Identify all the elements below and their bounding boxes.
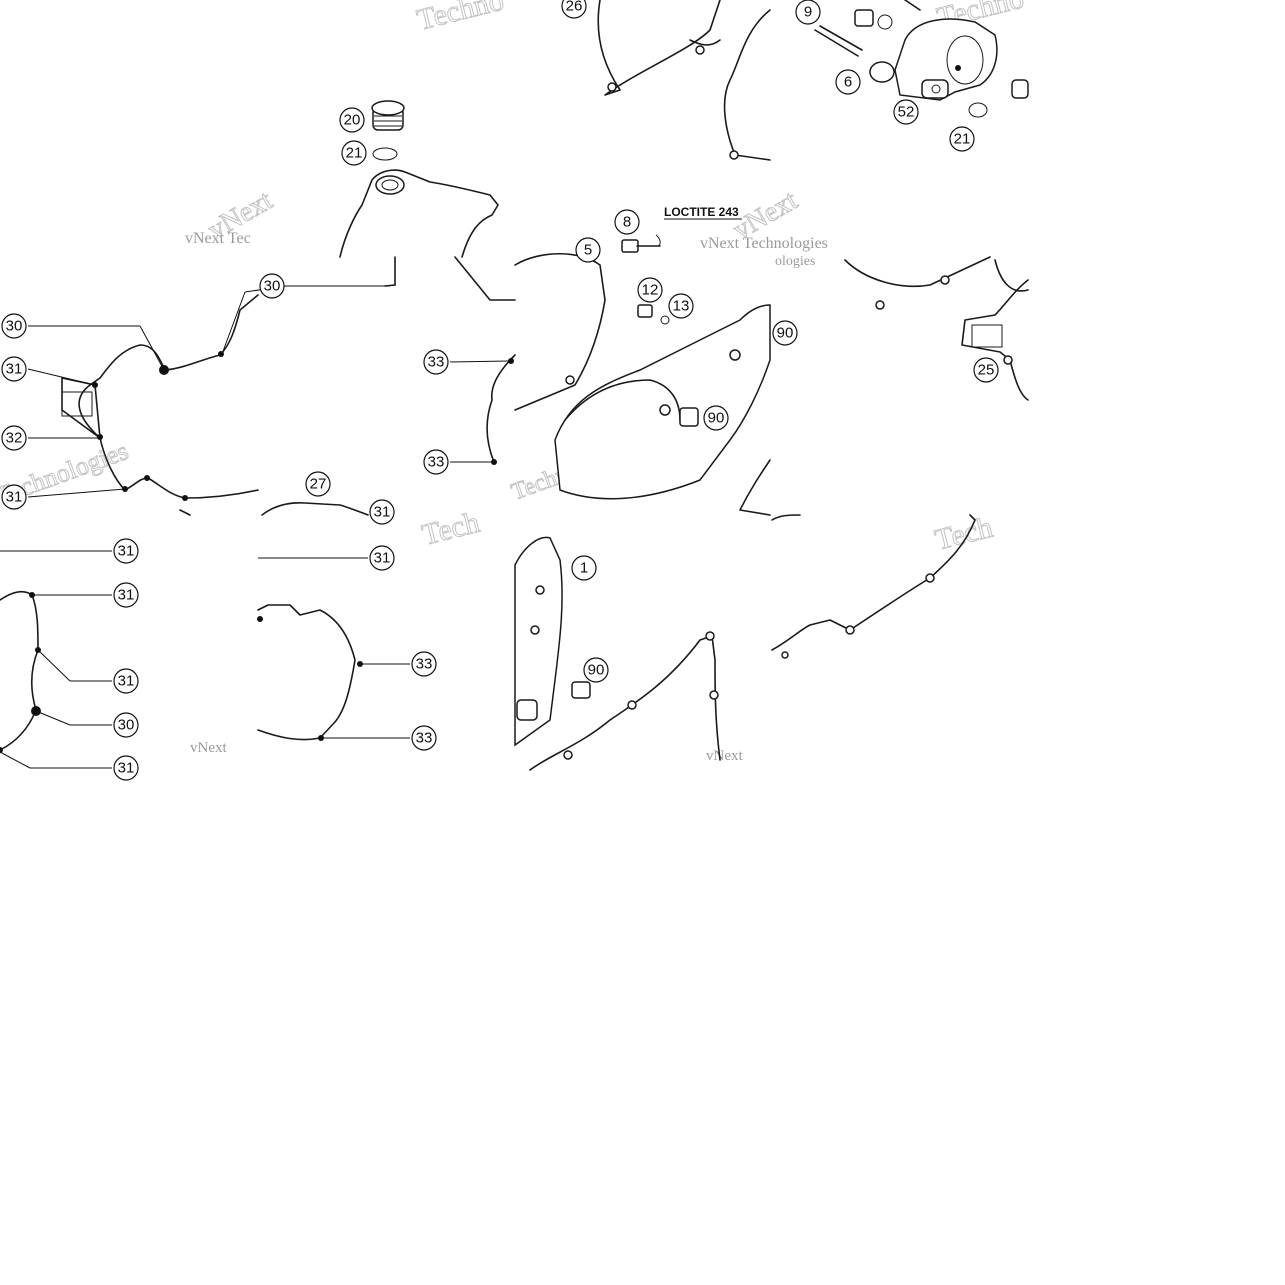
svg-text:8: 8 xyxy=(623,214,631,231)
side-cover-bottom xyxy=(514,514,801,771)
callout: 31 xyxy=(113,668,139,694)
watermark: vNext Technologies xyxy=(700,235,828,252)
callout: 20 xyxy=(339,107,365,133)
callout: 5 xyxy=(575,237,601,263)
svg-text:30: 30 xyxy=(6,318,23,335)
callout: 90 xyxy=(772,320,798,346)
svg-text:33: 33 xyxy=(416,730,433,747)
svg-text:30: 30 xyxy=(118,717,135,734)
gasket-center xyxy=(261,284,516,516)
svg-text:21: 21 xyxy=(954,131,971,148)
callout: 31 xyxy=(113,582,139,608)
water-pump-housing xyxy=(814,0,1029,118)
watermark: vNext xyxy=(706,748,743,764)
callout: 33 xyxy=(411,651,437,677)
svg-text:33: 33 xyxy=(416,656,433,673)
callout: 31 xyxy=(113,755,139,781)
clutch-cover-top xyxy=(339,0,771,301)
svg-text:12: 12 xyxy=(642,282,659,299)
svg-text:5: 5 xyxy=(584,242,592,259)
callout: 52 xyxy=(893,99,919,125)
svg-text:90: 90 xyxy=(708,410,725,427)
callout: 13 xyxy=(668,293,694,319)
ignition-cover xyxy=(514,234,1029,516)
watermark-layer: Techno Techno vNext vNext Tec vNext vNex… xyxy=(0,0,1027,764)
callout: 30 xyxy=(1,313,27,339)
callout: 1 xyxy=(571,555,597,581)
callout: 30 xyxy=(113,712,139,738)
callout: 6 xyxy=(835,69,861,95)
callout: 27 xyxy=(305,471,331,497)
clutch-gasket-left xyxy=(27,285,287,516)
svg-text:30: 30 xyxy=(264,278,281,295)
svg-text:31: 31 xyxy=(6,361,23,378)
callout: 31 xyxy=(369,545,395,571)
callout: 12 xyxy=(637,277,663,303)
svg-text:33: 33 xyxy=(428,354,445,371)
svg-text:31: 31 xyxy=(374,550,391,567)
svg-text:13: 13 xyxy=(673,298,690,315)
loctite-note: LOCTITE 243 xyxy=(664,205,739,219)
svg-text:31: 31 xyxy=(118,543,135,560)
callout: 31 xyxy=(369,499,395,525)
callout: 30 xyxy=(259,273,285,299)
callout: 31 xyxy=(113,538,139,564)
watermark: vNext xyxy=(190,740,227,756)
watermark: Tech xyxy=(932,511,996,557)
callout: 9 xyxy=(795,0,821,25)
svg-text:31: 31 xyxy=(118,587,135,604)
svg-text:6: 6 xyxy=(844,74,852,91)
callout: 26 xyxy=(561,0,587,19)
callout: 90 xyxy=(703,405,729,431)
svg-text:9: 9 xyxy=(804,4,812,21)
svg-text:31: 31 xyxy=(6,489,23,506)
callout: 32 xyxy=(1,425,27,451)
watermark: Techno xyxy=(414,0,507,37)
svg-text:31: 31 xyxy=(374,504,391,521)
svg-text:33: 33 xyxy=(428,454,445,471)
svg-text:90: 90 xyxy=(588,662,605,679)
callout: 21 xyxy=(341,140,367,166)
callout: 25 xyxy=(973,357,999,383)
gasket-bottom-left xyxy=(0,550,112,769)
svg-text:25: 25 xyxy=(978,362,995,379)
svg-text:26: 26 xyxy=(566,0,583,15)
callout: 8 xyxy=(614,209,640,235)
watermark: ologies xyxy=(775,254,815,269)
callout: 31 xyxy=(1,484,27,510)
svg-text:31: 31 xyxy=(118,673,135,690)
callout: 21 xyxy=(949,126,975,152)
watermark: vNext Tec xyxy=(185,230,251,247)
svg-text:31: 31 xyxy=(118,760,135,777)
svg-text:52: 52 xyxy=(898,104,915,121)
callout: 31 xyxy=(1,356,27,382)
svg-text:20: 20 xyxy=(344,112,361,129)
callout: 33 xyxy=(411,725,437,751)
svg-text:21: 21 xyxy=(346,145,363,162)
watermark: Tech xyxy=(419,506,483,552)
callout: 33 xyxy=(423,449,449,475)
callout: 90 xyxy=(583,657,609,683)
svg-text:90: 90 xyxy=(777,325,794,342)
gasket-bottom-middle xyxy=(257,557,410,741)
callout: 33 xyxy=(423,349,449,375)
gasket-bottom-right xyxy=(771,514,976,659)
svg-text:27: 27 xyxy=(310,476,327,493)
svg-text:1: 1 xyxy=(580,560,588,577)
svg-text:32: 32 xyxy=(6,430,23,447)
